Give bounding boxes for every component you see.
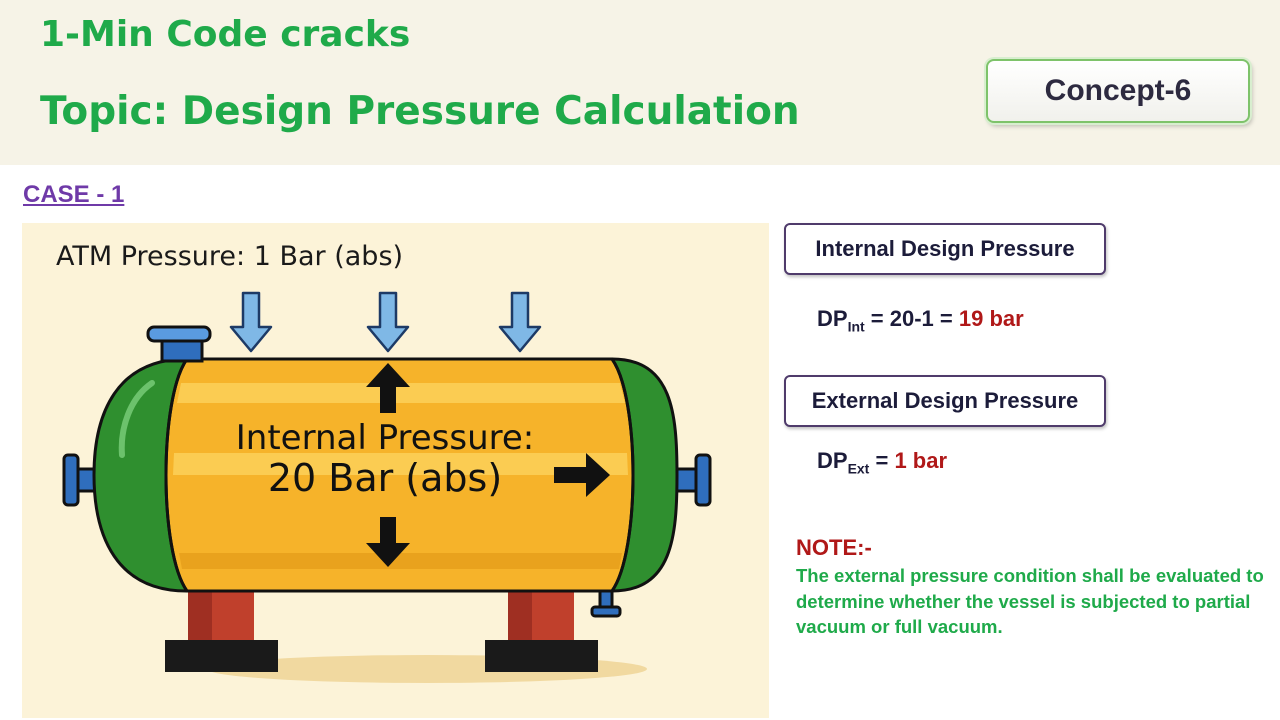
dp-subscript: Int [847,318,865,335]
page-title: 1-Min Code cracks [40,14,411,55]
concept-badge: Concept-6 [986,59,1250,123]
internal-pressure-line2: 20 Bar (abs) [267,456,503,501]
formula-expression: = [869,448,895,473]
case-label: CASE - 1 [23,181,125,208]
external-pressure-arrow [229,291,273,353]
external-pressure-arrow [366,291,410,353]
internal-pressure-arrow-right [554,453,610,497]
topic-heading: Topic: Design Pressure Calculation [40,89,800,134]
vessel-shell [164,357,635,593]
left-head [92,357,189,593]
vessel-diagram: ATM Pressure: 1 Bar (abs) Internal Press… [22,223,769,718]
external-pressure-arrow [498,291,542,353]
external-design-pressure-formula: DPExt = 1 bar [817,448,947,476]
dp-prefix: DP [817,448,848,473]
internal-design-pressure-box: Internal Design Pressure [784,223,1106,275]
vessel-illustration [62,291,712,683]
atm-pressure-label: ATM Pressure: 1 Bar (abs) [56,241,404,272]
internal-pressure-arrow-down [366,517,410,567]
internal-pressure-line1: Internal Pressure: [235,418,535,458]
internal-pressure-label: Internal Pressure: 20 Bar (abs) [200,419,570,500]
dp-subscript: Ext [847,460,870,477]
header-banner: 1-Min Code cracks Topic: Design Pressure… [0,0,1280,165]
formula-result: 1 bar [894,448,948,473]
formula-expression: = 20-1 = [864,306,959,331]
note-text: The external pressure condition shall be… [796,565,1264,637]
internal-pressure-arrow-up [366,363,410,413]
formula-result: 19 bar [958,306,1024,331]
top-nozzle [146,325,212,363]
external-design-pressure-box: External Design Pressure [784,375,1106,427]
dp-prefix: DP [817,306,848,331]
note-title: NOTE:- [796,535,872,560]
internal-design-pressure-formula: DPInt = 20-1 = 19 bar [817,306,1024,334]
